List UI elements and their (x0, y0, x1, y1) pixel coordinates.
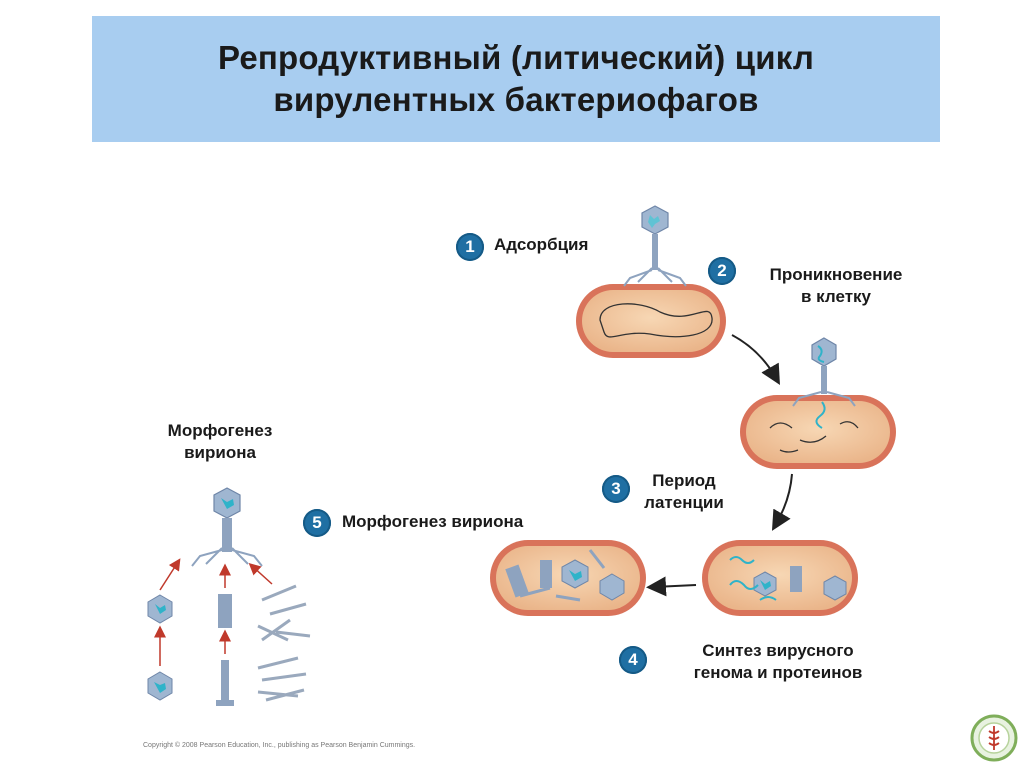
title-line-1: Репродуктивный (литический) цикл (217, 39, 815, 76)
bacterial-cell-penetration (740, 395, 896, 469)
morphogenesis-panel-label: Морфогенез вириона (140, 420, 300, 464)
tail-fiber-components (257, 584, 311, 702)
step-3-label: Период латенции (634, 470, 734, 514)
morphogenesis-panel-label-line1: Морфогенез (167, 421, 273, 440)
step-2-label: Проникновение в клетку (748, 264, 924, 308)
tail-components (216, 594, 234, 706)
medical-logo-icon (970, 714, 1018, 762)
step-3-label-line1: Период (652, 471, 716, 490)
step-2-badge: 2 (708, 257, 736, 285)
capsid-components (147, 594, 173, 701)
arrow-3-to-4 (646, 576, 697, 597)
step-3-badge: 3 (602, 475, 630, 503)
step-2-label-line2: в клетку (801, 287, 871, 306)
step-4-label-line1: Синтез вирусного (702, 641, 854, 660)
step-2-label-line1: Проникновение (769, 265, 903, 284)
step-1-label: Адсорбция (494, 235, 589, 254)
morphogenesis-panel-label-line2: вириона (184, 443, 256, 462)
bacterial-cell-adsorption (576, 284, 726, 358)
step-4-label: Синтез вирусного генома и протеинов (656, 640, 900, 684)
phage-injecting (792, 337, 856, 407)
assembled-phage (191, 487, 263, 567)
assembly-arrows (154, 558, 273, 666)
arrow-1-to-2 (731, 334, 780, 385)
bacterial-cell-synthesis (702, 540, 858, 616)
step-3-label-line2: латенции (644, 493, 724, 512)
step-1-badge: 1 (456, 233, 484, 261)
step-5-label: Морфогенез вириона (342, 512, 524, 531)
title-banner: Репродуктивный (литический) цикл вирулен… (92, 16, 940, 142)
step-5-badge: 5 (303, 509, 331, 537)
phage-adsorbing (623, 205, 687, 287)
bacterial-cell-morphogenesis (490, 540, 646, 616)
copyright-notice: Copyright © 2008 Pearson Education, Inc.… (143, 742, 416, 749)
title-line-2: вирулентных бактериофагов (273, 81, 759, 118)
step-4-badge: 4 (619, 646, 647, 674)
step-4-label-line2: генома и протеинов (693, 663, 863, 682)
arrow-2-to-3 (771, 473, 793, 531)
